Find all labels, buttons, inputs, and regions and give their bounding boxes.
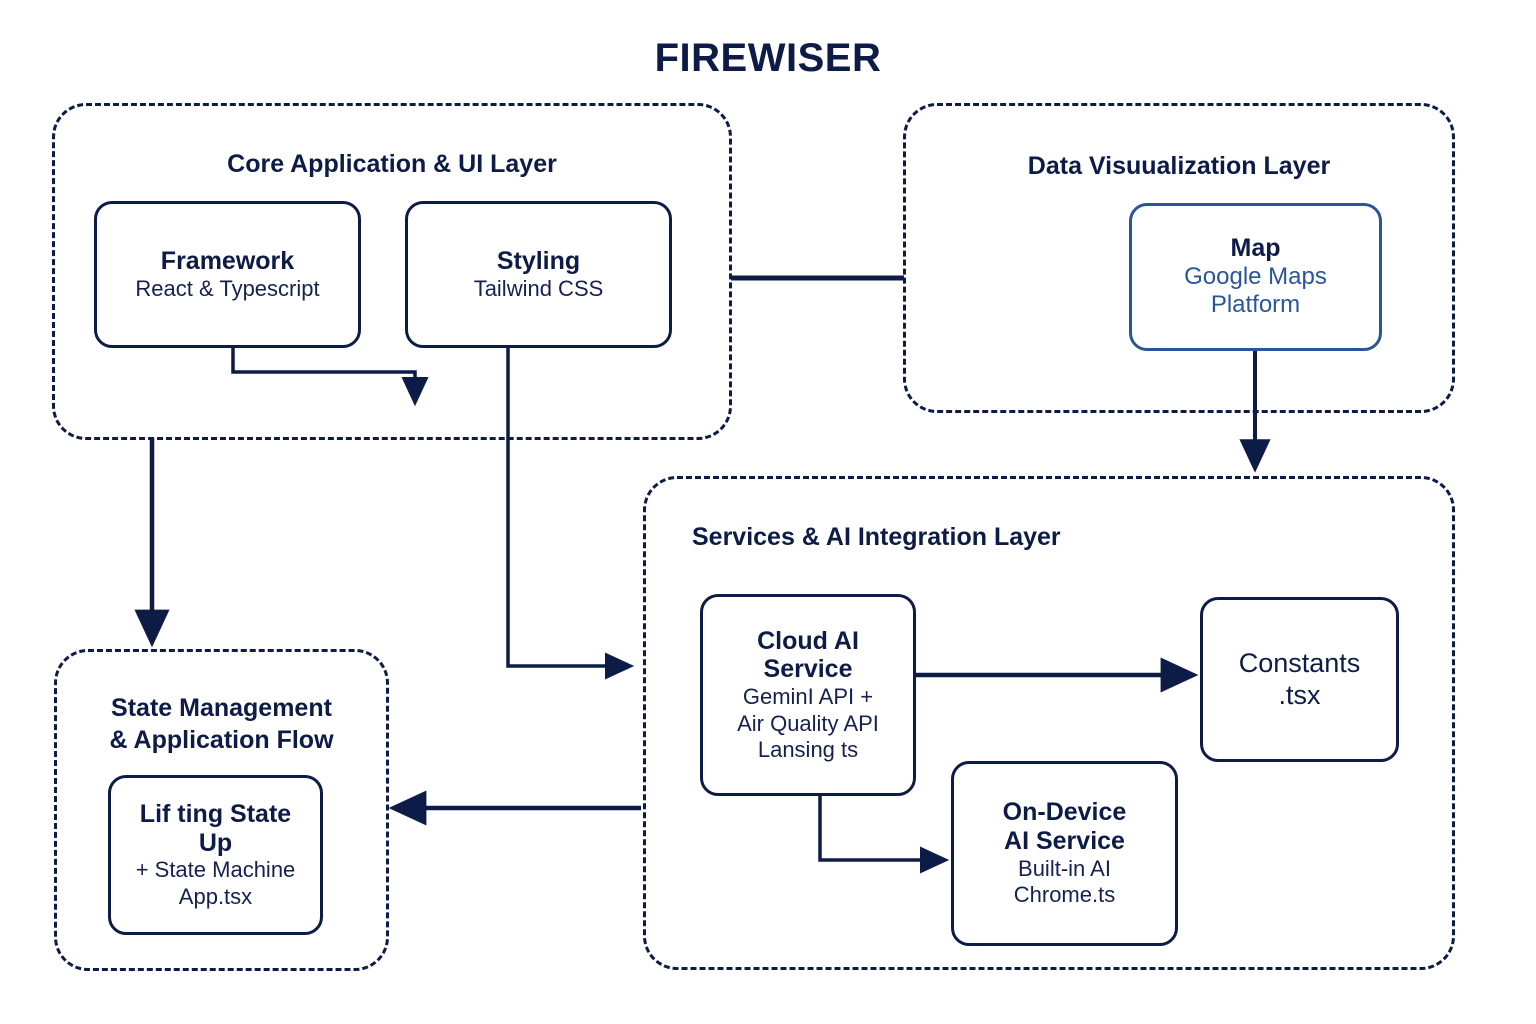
node-map-title: Map bbox=[1230, 233, 1281, 262]
node-styling[interactable]: Styling Tailwind CSS bbox=[405, 201, 672, 348]
node-map[interactable]: Map Google Maps Platform bbox=[1129, 203, 1382, 351]
node-map-subtitle: Google Maps Platform bbox=[1184, 262, 1327, 319]
node-styling-subtitle: Tailwind CSS bbox=[473, 275, 604, 301]
node-cloud-ai-service-title: Cloud AI Service bbox=[757, 626, 859, 684]
layer-data-visualization bbox=[903, 103, 1455, 413]
node-lifting-state-up-title: Lif ting State Up bbox=[139, 799, 292, 857]
node-constants-title: Constants .tsx bbox=[1238, 648, 1361, 710]
node-on-device-ai-service-subtitle: Built-in AI Chrome.ts bbox=[1013, 855, 1116, 908]
layer-title-core-application-ui: Core Application & UI Layer bbox=[227, 150, 557, 178]
layer-services-ai-integration bbox=[643, 476, 1455, 970]
node-on-device-ai-service-title: On-Device AI Service bbox=[1002, 798, 1127, 856]
node-cloud-ai-service-subtitle: GeminI API + Air Quality API Lansing ts bbox=[737, 684, 879, 762]
node-lifting-state-up[interactable]: Lif ting State Up + State Machine App.ts… bbox=[108, 775, 323, 935]
layer-title-services-ai-integration: Services & AI Integration Layer bbox=[692, 523, 1061, 551]
layer-title-state-management: State Management & Application Flow bbox=[109, 694, 334, 754]
node-on-device-ai-service[interactable]: On-Device AI Service Built-in AI Chrome.… bbox=[951, 761, 1178, 946]
page-title: FIREWISER bbox=[654, 36, 882, 80]
node-framework[interactable]: Framework React & Typescript bbox=[94, 201, 361, 348]
layer-state-management bbox=[54, 649, 389, 971]
layer-title-data-visualization: Data Visuualization Layer bbox=[1027, 152, 1331, 180]
node-framework-subtitle: React & Typescript bbox=[135, 275, 320, 301]
layer-core-application-ui bbox=[52, 103, 732, 440]
node-styling-title: Styling bbox=[496, 246, 581, 275]
node-constants[interactable]: Constants .tsx bbox=[1200, 597, 1399, 762]
node-lifting-state-up-subtitle: + State Machine App.tsx bbox=[135, 857, 296, 909]
node-framework-title: Framework bbox=[160, 246, 295, 275]
node-cloud-ai-service[interactable]: Cloud AI Service GeminI API + Air Qualit… bbox=[700, 594, 916, 796]
